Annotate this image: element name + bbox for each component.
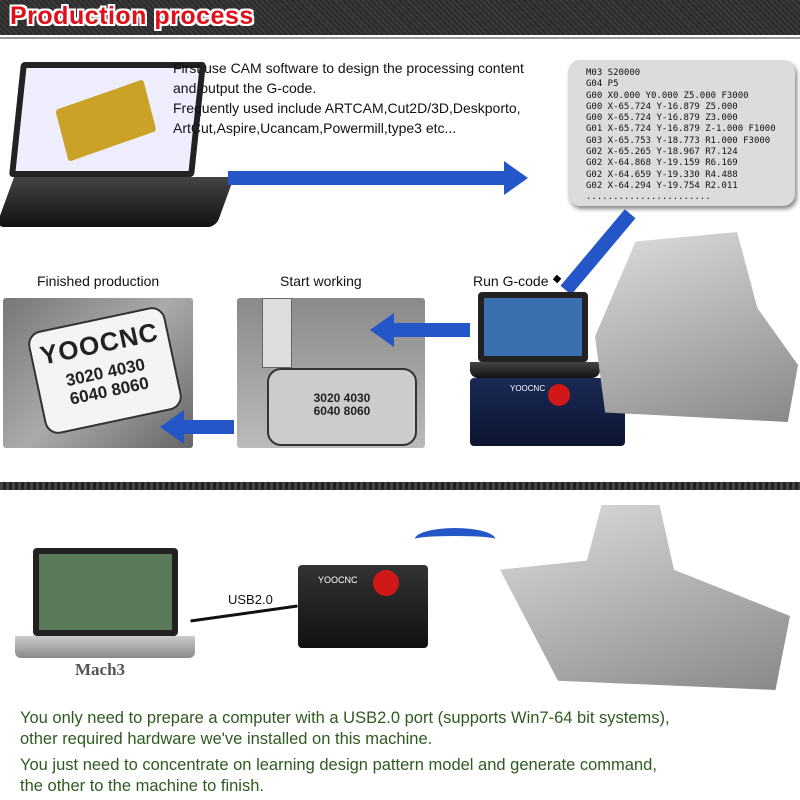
cnc-machine-4030-image bbox=[595, 232, 798, 422]
note-line: You only need to prepare a computer with… bbox=[20, 709, 670, 727]
intro-text: First use CAM software to design the pro… bbox=[173, 58, 563, 138]
plate-models: 3020 4030 6040 8060 bbox=[313, 391, 371, 418]
step-label-start: Start working bbox=[280, 273, 362, 289]
intro-line: and output the G-code. bbox=[173, 80, 317, 96]
gcode-line: G04 P5 bbox=[586, 79, 619, 90]
gcode-line: G01 X-65.724 Y-16.879 Z-1.000 F1000 bbox=[586, 124, 776, 135]
controller-with-laptop-image: YOOCNC bbox=[470, 292, 630, 450]
mach3-laptop-image bbox=[15, 548, 195, 660]
curved-arrow-icon bbox=[415, 528, 495, 550]
cnc-machine-6040-image bbox=[500, 505, 790, 690]
gcode-line: G00 X-65.724 Y-16.879 Z5.000 bbox=[586, 101, 738, 112]
controller-box-image: YOOCNC bbox=[298, 565, 428, 648]
note-design: You just need to concentrate on learning… bbox=[20, 755, 800, 797]
gcode-line: G03 X-65.753 Y-18.773 R1.000 F3000 bbox=[586, 135, 771, 146]
gcode-line: M03 S20000 bbox=[586, 68, 641, 78]
step-label-finished: Finished production bbox=[37, 273, 160, 289]
intro-line: First use CAM software to design the pro… bbox=[173, 60, 524, 76]
gcode-line: G02 X-64.659 Y-19.330 R4.488 bbox=[586, 169, 738, 180]
usb-cable bbox=[190, 604, 298, 623]
gcode-line: G02 X-64.294 Y-19.754 R2.011 bbox=[586, 180, 738, 191]
section-divider bbox=[0, 482, 800, 490]
gcode-line: G02 X-65.265 Y-18.967 R7.124 bbox=[586, 147, 738, 158]
gcode-line: G00 X-65.724 Y-16.879 Z3.000 bbox=[586, 113, 738, 124]
intro-line: Frequently used include ARTCAM,Cut2D/3D,… bbox=[173, 100, 521, 116]
start-working-image: 3020 4030 6040 8060 bbox=[237, 298, 425, 448]
intro-line: ArtCut,Aspire,Ucancam,Powermill,type3 et… bbox=[173, 120, 457, 136]
controller-brand: YOOCNC bbox=[318, 575, 358, 585]
divider bbox=[0, 37, 800, 39]
note-line: You just need to concentrate on learning… bbox=[20, 756, 657, 774]
page-title: Production process bbox=[10, 2, 254, 30]
note-line: the other to the machine to finish. bbox=[20, 777, 264, 795]
note-line: other required hardware we've installed … bbox=[20, 730, 433, 748]
usb-label: USB2.0 bbox=[228, 592, 273, 607]
gcode-line: G00 X0.000 Y0.000 Z5.000 F3000 bbox=[586, 90, 749, 101]
mach3-label: Mach3 bbox=[75, 660, 126, 679]
header-banner bbox=[0, 0, 800, 35]
arrow-right-icon bbox=[228, 161, 528, 195]
step-label-run: Run G-code bbox=[473, 273, 549, 289]
arrow-left-icon bbox=[370, 313, 470, 347]
gcode-line: ....................... bbox=[586, 192, 711, 203]
note-usb: You only need to prepare a computer with… bbox=[20, 708, 800, 750]
controller-brand: YOOCNC bbox=[510, 384, 546, 393]
arrow-left-icon bbox=[160, 410, 234, 444]
gcode-line: G02 X-64.868 Y-19.159 R6.169 bbox=[586, 158, 738, 169]
